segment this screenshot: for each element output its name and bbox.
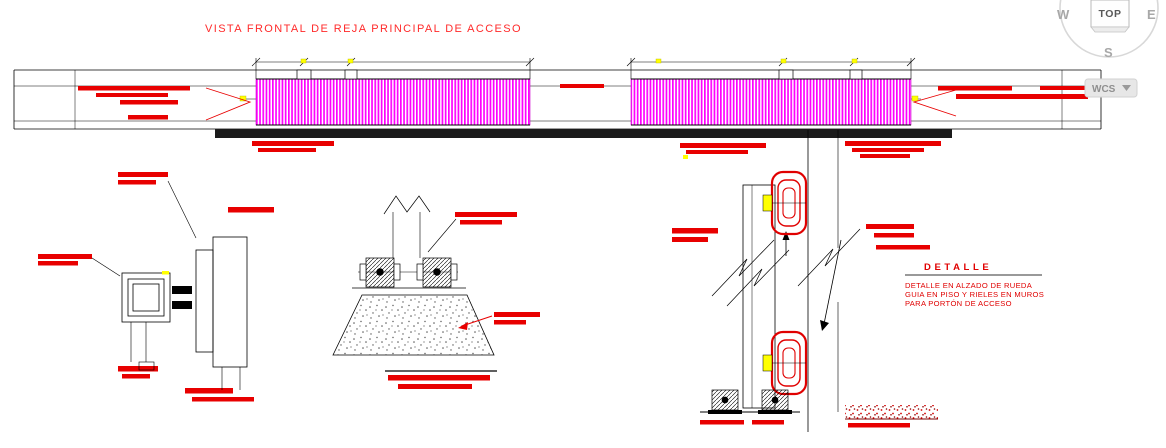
ground-strip [215,129,952,138]
viewcube-west[interactable]: W [1057,7,1070,22]
wcs-dropdown-icon [1122,85,1131,91]
detail-note-title: DETALLE [924,262,992,273]
wall-guide-annotation-bars [38,172,274,402]
drawing-title: VISTA FRONTAL DE REJA PRINCIPAL DE ACCES… [205,23,522,35]
roller-assembly-top [770,170,808,236]
wall-guide-geometry [91,180,248,390]
gate-roller-annotation-bars [672,224,930,428]
viewcube-south[interactable]: S [1104,45,1113,60]
gate-panel-right [630,69,912,126]
roller-assembly-bottom [770,330,808,396]
viewcube-top-face[interactable]: TOP [1090,0,1130,33]
wcs-menu[interactable]: WCS [1084,78,1138,98]
yellow-marker [762,194,773,212]
floor-roller-wheels [359,257,458,288]
gate-roller-geometry [700,130,861,432]
ground-annotation-bars [252,141,941,159]
detail-note-line: DETALLE EN ALZADO DE RUEDA [905,281,1033,290]
floor-roller-geometry [332,195,497,372]
wcs-button-label: WCS [1092,84,1116,95]
red-stipple-strip [845,405,938,419]
dimension-line-right-panel [626,57,916,79]
red-arrowhead [458,322,468,330]
yellow-marker [162,271,169,275]
detail-note-line: PARA PORTÓN DE ACCESO [905,299,1012,308]
down-arrowhead [820,320,829,331]
elevation-leader-lines [205,87,957,121]
wall-guide-bolt [172,286,192,309]
gate-elevation-outline [13,69,1102,130]
gate-roller-detail [672,130,938,432]
yellow-marker [762,354,773,372]
wcs-button[interactable] [1084,78,1138,98]
base-wheels [708,389,792,414]
detail-note-line: GUIA EN PISO Y RIELES EN MUROS [905,290,1044,299]
viewcube-compass-ring[interactable] [1059,0,1159,58]
elevation-annotation-bars [78,84,1092,120]
gate-panel-left [255,69,531,126]
viewcube[interactable]: W E S TOP [1057,0,1159,60]
viewcube-east[interactable]: E [1147,7,1156,22]
wall-guide-detail [38,172,274,402]
up-arrowhead [782,231,790,240]
floor-roller-annotation-bars [388,212,540,389]
floor-roller-detail [332,195,540,389]
detail-note-block: DETALLE DETALLE EN ALZADO DE RUEDA GUIA … [905,262,1044,308]
dimension-line-left-panel [251,57,535,79]
viewcube-top-label: TOP [1099,8,1122,20]
